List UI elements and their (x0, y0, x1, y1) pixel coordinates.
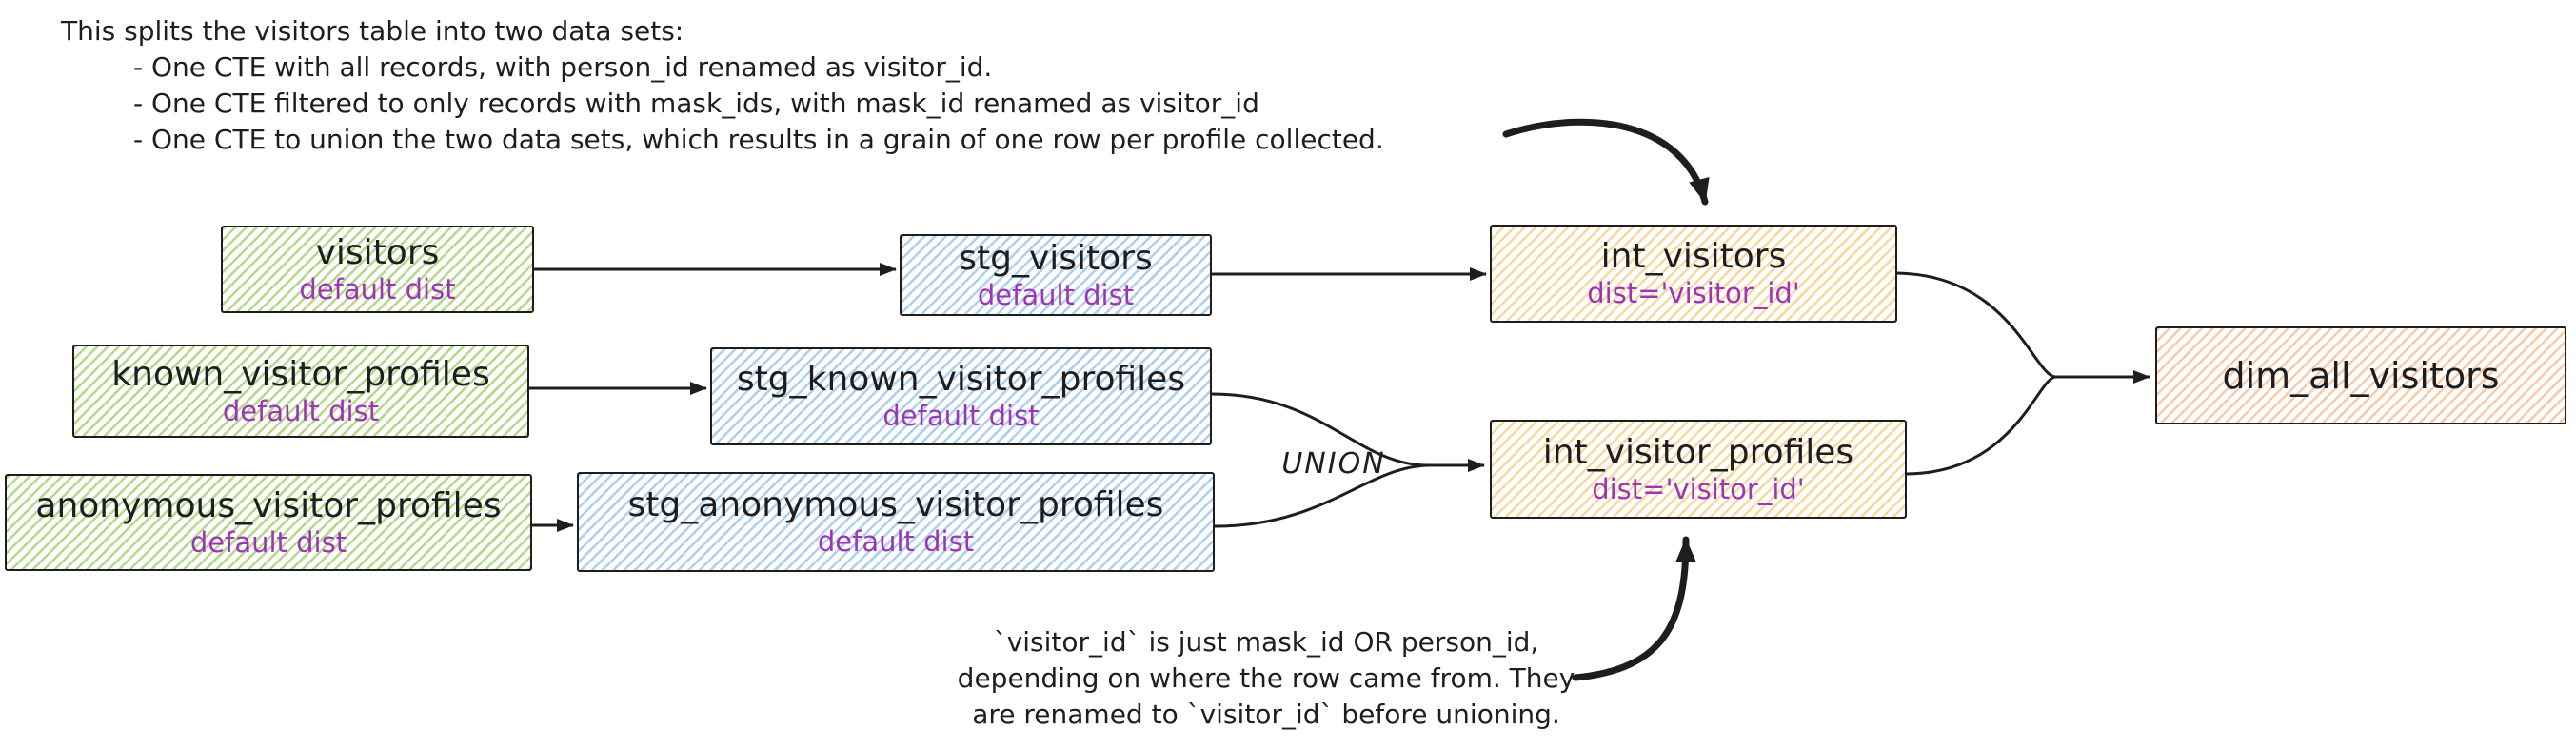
node-title: int_visitor_profiles (1542, 432, 1854, 472)
node-stg-known-visitor-profiles: stg_known_visitor_profiles default dist (710, 347, 1212, 445)
node-stg-visitors: stg_visitors default dist (900, 234, 1212, 316)
node-subtitle: default dist (882, 400, 1040, 432)
node-title: visitors (315, 232, 440, 272)
node-subtitle: dist='visitor_id' (1592, 472, 1805, 505)
node-title: known_visitor_profiles (111, 354, 490, 394)
node-dim-all-visitors: dim_all_visitors (2155, 326, 2566, 424)
node-title: stg_anonymous_visitor_profiles (627, 485, 1164, 524)
top-annotation-line: - One CTE filtered to only records with … (133, 88, 1259, 119)
bottom-annotation-line: are renamed to `visitor_id` before union… (972, 699, 1560, 730)
edge-int-visitors-to-merge (1896, 271, 2056, 379)
edge-int-visitor-profiles-to-merge (1906, 375, 2056, 476)
node-subtitle: default dist (222, 394, 380, 427)
node-known-visitor-profiles: known_visitor_profiles default dist (72, 345, 529, 438)
top-annotation: This splits the visitors table into two … (61, 13, 1384, 158)
node-int-visitors: int_visitors dist='visitor_id' (1490, 225, 1897, 323)
top-annotation-line: This splits the visitors table into two … (61, 15, 684, 47)
bottom-annotation: `visitor_id` is just mask_id OR person_i… (904, 624, 1628, 733)
node-int-visitor-profiles: int_visitor_profiles dist='visitor_id' (1490, 420, 1907, 519)
bottom-annotation-line: depending on where the row came from. Th… (957, 662, 1575, 694)
union-edge-label: UNION (1281, 447, 1386, 481)
node-title: int_visitors (1600, 237, 1787, 276)
node-subtitle: default dist (977, 278, 1135, 311)
node-subtitle: default dist (299, 272, 456, 306)
node-title: dim_all_visitors (2222, 354, 2500, 397)
node-subtitle: dist='visitor_id' (1587, 277, 1800, 309)
edge-top-note-to-int-visitors (1502, 118, 1710, 206)
top-annotation-line: - One CTE with all records, with person_… (133, 51, 993, 83)
node-title: stg_visitors (959, 238, 1153, 278)
node-anonymous-visitor-profiles: anonymous_visitor_profiles default dist (5, 474, 532, 571)
node-visitors: visitors default dist (221, 226, 534, 313)
node-subtitle: default dist (817, 525, 975, 558)
node-title: anonymous_visitor_profiles (35, 485, 502, 525)
node-stg-anonymous-visitor-profiles: stg_anonymous_visitor_profiles default d… (577, 472, 1215, 572)
bottom-annotation-line: `visitor_id` is just mask_id OR person_i… (993, 626, 1539, 658)
node-title: stg_known_visitor_profiles (736, 360, 1186, 399)
node-subtitle: default dist (189, 525, 347, 559)
top-annotation-line: - One CTE to union the two data sets, wh… (133, 124, 1384, 155)
